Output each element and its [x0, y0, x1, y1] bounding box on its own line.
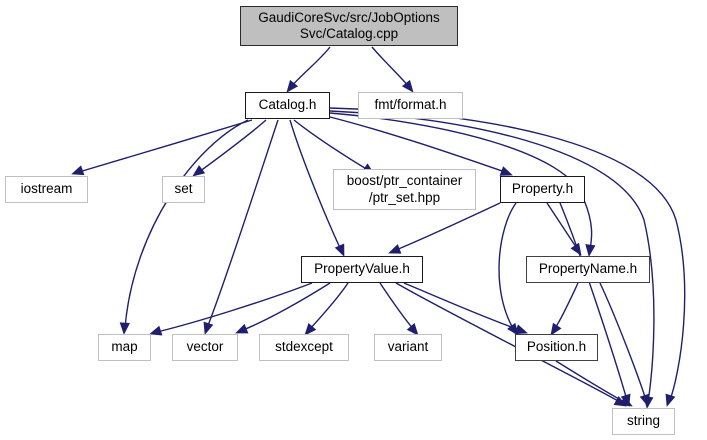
graph-node-fmt_format_h[interactable]: fmt/format.h [358, 92, 463, 119]
arrowhead-catalog_h-to-iostream [71, 165, 85, 176]
edge-catalog_h-to-iostream [78, 119, 253, 173]
arrowhead-propertyname-to-position [550, 322, 562, 336]
graph-node-boost_ptr_set[interactable]: boost/ptr_container /ptr_set.hpp [333, 169, 476, 210]
arrowhead-catalog_cpp-to-catalog_h [286, 79, 299, 93]
edge-catalog_h-to-vector [206, 119, 279, 329]
arrowhead-catalog_h-to-propertyname [585, 244, 596, 257]
edge-catalog_cpp-to-fmt_format_h [371, 46, 411, 89]
arrowhead-property-to-propertyvalue [388, 244, 402, 254]
arrowhead-propertyname-to-string [639, 393, 650, 407]
graph-node-map[interactable]: map [98, 334, 151, 361]
graph-node-catalog_cpp[interactable]: GaudiCoreSvc/src/JobOptions Svc/Catalog.… [240, 6, 458, 46]
graph-node-variant[interactable]: variant [374, 334, 442, 361]
edge-catalog_h-to-propertyname [329, 112, 593, 251]
arrowhead-catalog_h-to-set [192, 165, 206, 177]
arrowhead-catalog_h-to-propertyvalue [334, 243, 345, 257]
graph-node-set[interactable]: set [162, 176, 205, 203]
edges-group [71, 46, 686, 409]
arrowhead-propertyvalue-to-vector [235, 323, 249, 334]
arrowhead-propertyvalue-to-variant [406, 323, 419, 336]
edge-propertyvalue-to-position [403, 282, 521, 331]
edge-catalog_h-to-set [198, 119, 267, 173]
graph-node-iostream[interactable]: iostream [5, 176, 88, 203]
edge-catalog_h-to-boost [293, 119, 369, 171]
graph-node-vector[interactable]: vector [172, 334, 238, 361]
edge-property-to-string [559, 202, 628, 401]
graph-node-property_h[interactable]: Property.h [500, 176, 585, 203]
arrowhead-catalog_h-to-string-b [665, 393, 676, 407]
graph-node-string[interactable]: string [612, 408, 675, 435]
edge-property-to-propertyvalue [395, 202, 501, 251]
arrowhead-catalog_h-to-vector [203, 321, 214, 335]
edge-propertyname-to-string [599, 282, 647, 401]
arrowhead-propertyvalue-to-stdexcept [304, 323, 317, 336]
arrowhead-catalog_cpp-to-fmt_format_h [401, 79, 414, 93]
edge-propertyvalue-to-vector [242, 282, 331, 331]
arrowhead-propertyvalue-to-map [149, 325, 163, 336]
edge-position-to-string [555, 360, 627, 404]
graph-node-stdexcept[interactable]: stdexcept [259, 334, 349, 361]
edge-propertyvalue-to-string [395, 282, 621, 403]
graph-node-position_h[interactable]: Position.h [515, 334, 598, 361]
edge-catalog_cpp-to-catalog_h [289, 46, 331, 89]
edge-catalog_h-to-map [124, 119, 249, 329]
edge-propertyvalue-to-stdexcept [308, 282, 349, 331]
graph-node-propertyname_h[interactable]: PropertyName.h [526, 256, 650, 283]
arrowhead-catalog_h-to-map [119, 322, 130, 335]
edge-propertyvalue-to-map [156, 282, 313, 333]
arrowhead-position-to-string [619, 396, 633, 407]
edge-property-to-position [498, 202, 517, 331]
edge-propertyname-to-position [553, 282, 579, 331]
arrowhead-propertyvalue-to-position [514, 324, 528, 335]
graph-node-catalog_h[interactable]: Catalog.h [245, 92, 330, 119]
edge-catalog_h-to-propertyvalue [289, 119, 342, 251]
edge-catalog_h-to-string-a [329, 110, 655, 403]
edge-catalog_h-to-property [329, 116, 506, 173]
graph-node-propertyvalue_h[interactable]: PropertyValue.h [301, 256, 423, 283]
arrowhead-catalog_h-to-property [499, 166, 513, 176]
